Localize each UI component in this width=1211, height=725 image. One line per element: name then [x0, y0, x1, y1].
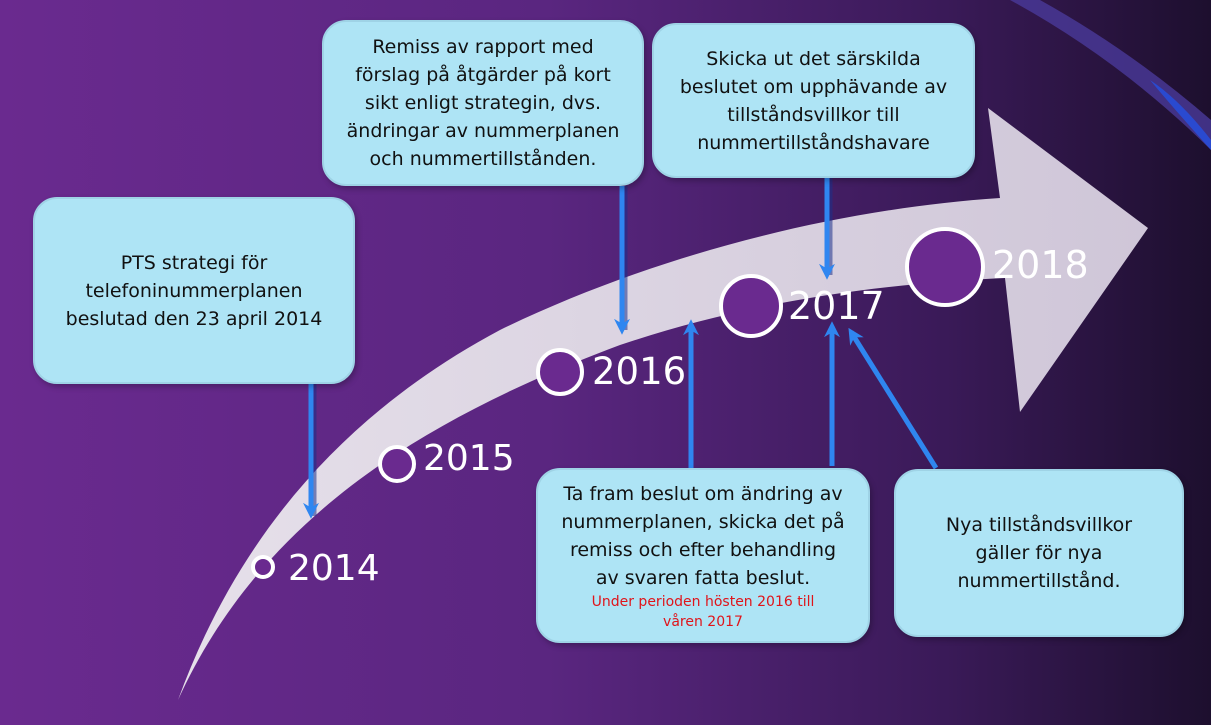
box-send-decision: Skicka ut det särskilda beslutet om upph… — [652, 23, 975, 178]
period-note: våren 2017 — [663, 613, 743, 630]
year-circle-2014 — [251, 555, 275, 579]
box-line: nummertillståndshavare — [697, 131, 930, 154]
box-line: remiss och efter behandling — [569, 538, 837, 561]
box-new-conditions: Nya tillståndsvillkor gäller för nya num… — [894, 469, 1184, 637]
period-note: Under perioden hösten 2016 till — [591, 593, 815, 610]
year-label-2016: 2016 — [592, 350, 687, 393]
box-line: av svaren fatta beslut. — [595, 566, 811, 589]
box-line: ändringar av nummerplanen — [346, 120, 620, 142]
box-remiss: Remiss av rapport med förslag på åtgärde… — [322, 20, 644, 186]
year-label-2014: 2014 — [288, 548, 380, 589]
box-line: telefoninummerplanen — [85, 279, 303, 302]
box-line: nummerplanen, skicka det på — [561, 510, 845, 533]
box-line: Nya tillståndsvillkor — [945, 514, 1133, 536]
box-line: beslutet om upphävande av — [679, 75, 948, 98]
box-line: nummertillstånd. — [957, 570, 1121, 592]
year-label-2015: 2015 — [423, 438, 515, 479]
year-circle-2017 — [719, 274, 783, 338]
box-line: beslutad den 23 april 2014 — [65, 307, 323, 330]
box-prepare-decision: Ta fram beslut om ändring av nummerplane… — [536, 468, 870, 643]
box-line: PTS strategi för — [120, 251, 268, 274]
arrow-new-conditions-to-2017 — [848, 327, 939, 470]
box-line: förslag på åtgärder på kort — [355, 64, 611, 86]
arrow-body — [178, 108, 1148, 700]
box-line: tillståndsvillkor till — [727, 103, 900, 126]
box-line: Ta fram beslut om ändring av — [563, 482, 843, 505]
box-pts-strategy: PTS strategi för telefoninummerplanen be… — [33, 197, 355, 384]
year-circle-2018 — [905, 227, 985, 307]
year-label-2017: 2017 — [788, 284, 885, 328]
year-circle-2015 — [378, 445, 416, 483]
box-line: Skicka ut det särskilda — [706, 47, 921, 70]
year-label-2018: 2018 — [992, 243, 1089, 287]
year-circle-2016 — [536, 348, 584, 396]
box-line: och nummertillstånden. — [369, 148, 597, 170]
box-line: sikt enligt strategin, dvs. — [364, 92, 602, 114]
box-line: gäller för nya — [975, 542, 1103, 564]
box-line: Remiss av rapport med — [372, 36, 594, 58]
